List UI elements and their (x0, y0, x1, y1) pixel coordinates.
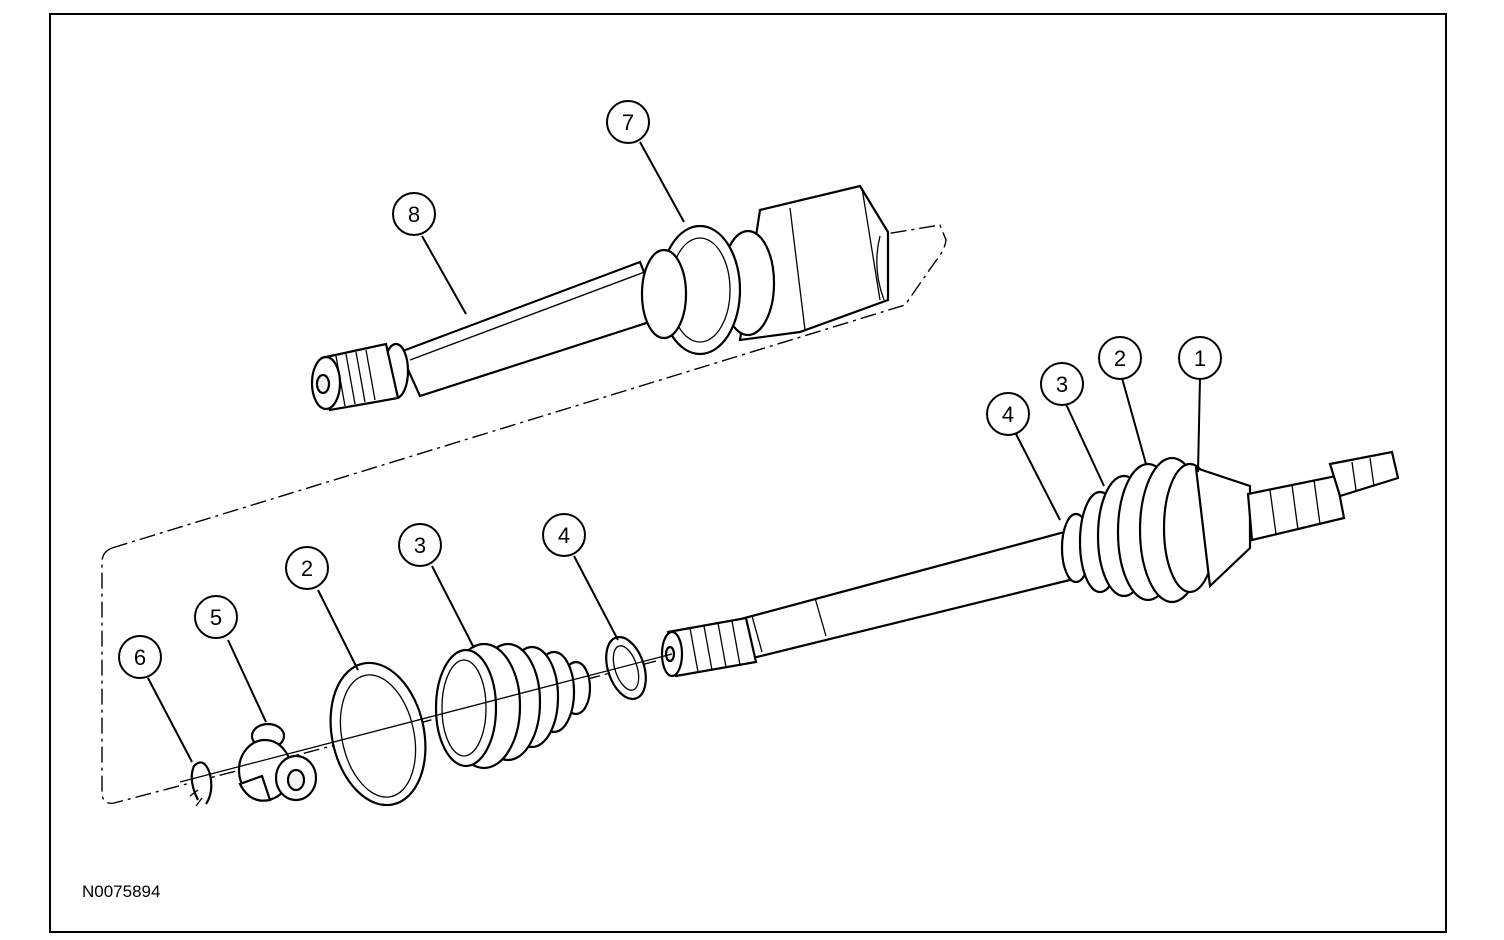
svg-text:3: 3 (1056, 372, 1068, 397)
leader-line (1121, 377, 1147, 465)
svg-text:8: 8 (408, 202, 420, 227)
callout-7: 7 (606, 100, 650, 144)
svg-text:2: 2 (301, 556, 313, 581)
leader-line (431, 565, 475, 649)
outer-boot-part (1060, 456, 1218, 604)
svg-text:6: 6 (134, 645, 146, 670)
callout-5: 5 (194, 595, 238, 639)
svg-text:1: 1 (1194, 346, 1206, 371)
svg-text:4: 4 (1002, 402, 1014, 427)
leader-line (1064, 401, 1105, 487)
leader-line (573, 555, 619, 641)
svg-text:2: 2 (1114, 346, 1126, 371)
large-clamp-part (329, 661, 427, 807)
outer-joint-part (1194, 450, 1400, 589)
svg-text:4: 4 (558, 523, 570, 548)
tripod-part (237, 722, 318, 802)
leader-line (227, 639, 267, 723)
callout-4: 4 (986, 392, 1030, 436)
callout-1: 1 (1178, 336, 1222, 380)
callout-6: 6 (118, 635, 162, 679)
callout-8: 8 (392, 192, 436, 236)
svg-text:7: 7 (622, 110, 634, 135)
leader-line (421, 235, 467, 315)
assembly-axis (179, 653, 673, 783)
figure-id: N0075894 (82, 882, 160, 901)
callout-4: 4 (542, 513, 586, 557)
callout-3: 3 (398, 523, 442, 567)
diagram-frame (49, 13, 1447, 933)
leader-line (639, 141, 685, 223)
circlip-part (189, 761, 213, 807)
leader-line (1015, 433, 1061, 521)
callout-2: 2 (285, 546, 329, 590)
inner-shaft-part (310, 260, 664, 412)
svg-text:5: 5 (210, 605, 222, 630)
inner-joint-housing-part (640, 184, 890, 356)
callout-2: 2 (1098, 336, 1142, 380)
svg-text:3: 3 (414, 533, 426, 558)
group-outline (101, 224, 947, 805)
leader-line (1197, 377, 1201, 473)
inner-boot-part (434, 642, 592, 770)
small-clamp-part (605, 635, 647, 701)
callout-3: 3 (1040, 362, 1084, 406)
outer-shaft-part (660, 528, 1080, 678)
leader-line (317, 589, 359, 671)
leader-line (147, 677, 193, 763)
